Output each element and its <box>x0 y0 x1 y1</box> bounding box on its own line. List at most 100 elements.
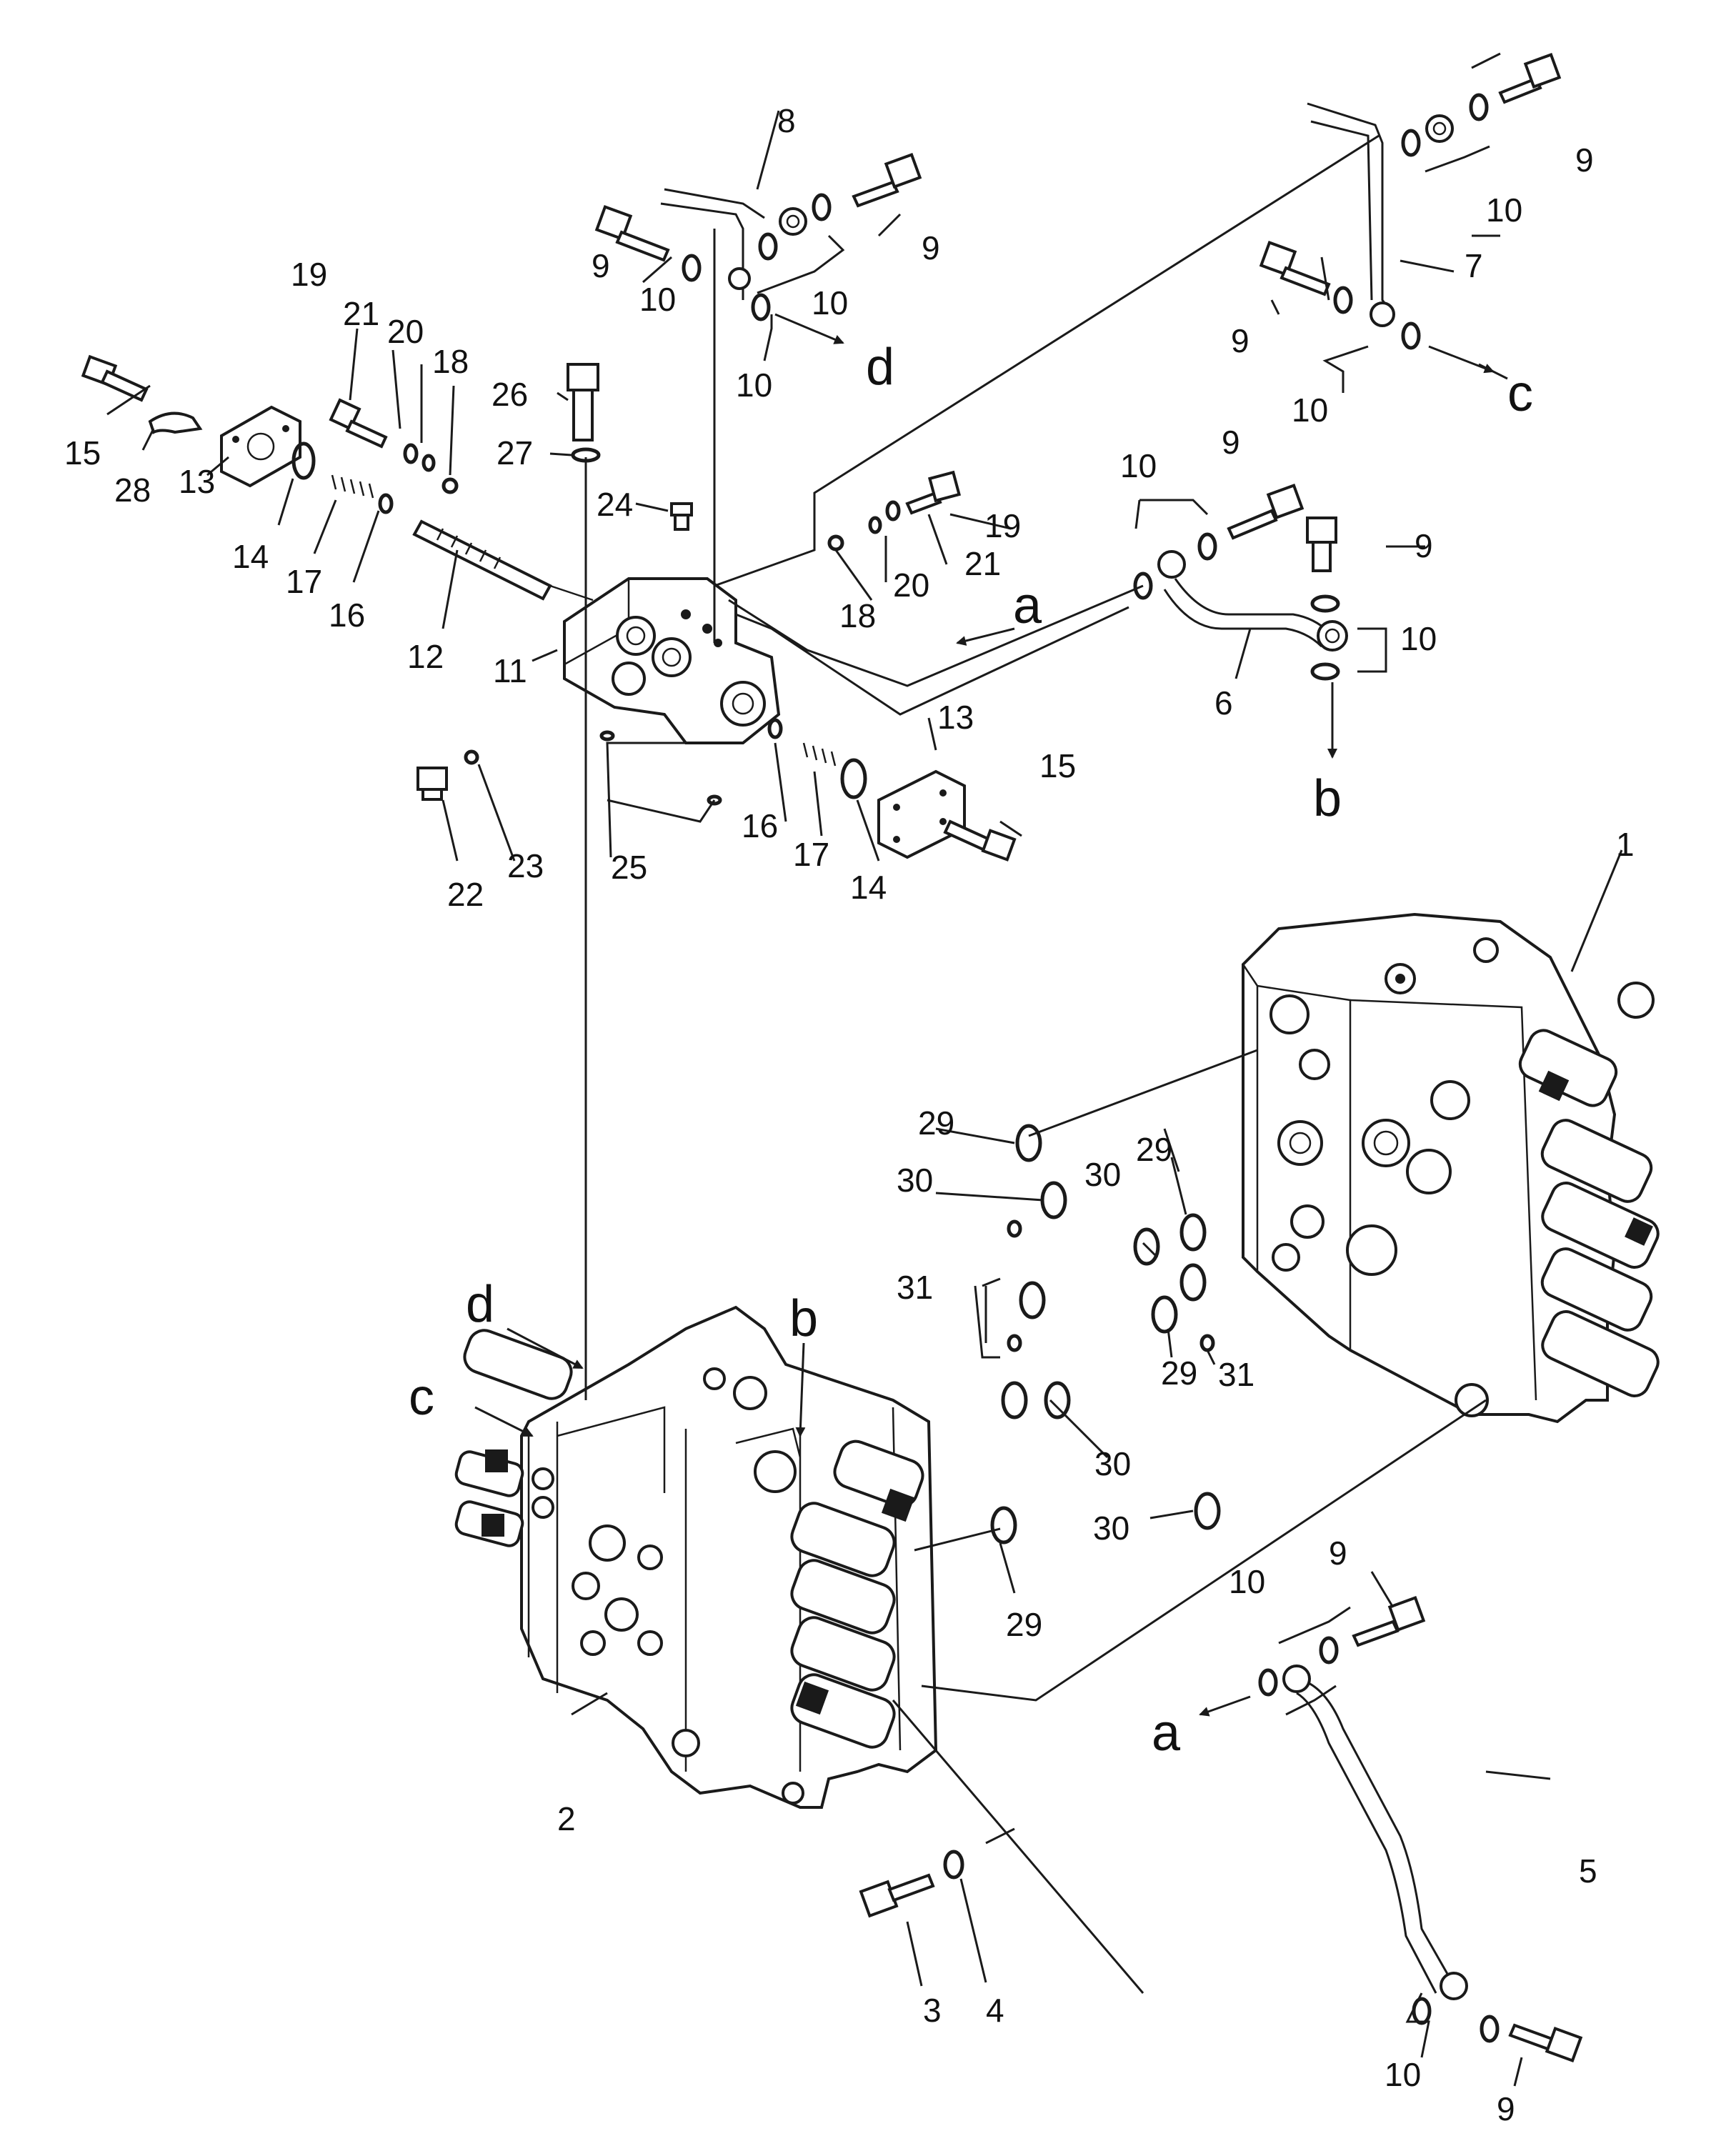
letter-c-top: c <box>1507 365 1533 422</box>
spring-left <box>331 474 374 499</box>
label-29c: 29 <box>1161 1354 1197 1392</box>
label-10h: 10 <box>1229 1563 1265 1600</box>
label-31b: 31 <box>1218 1356 1254 1393</box>
o-ring-set <box>990 1124 1221 1544</box>
clamp <box>148 411 203 434</box>
label-22: 22 <box>447 876 484 913</box>
label-7: 7 <box>1465 247 1483 284</box>
label-10e: 10 <box>1292 391 1328 429</box>
label-24: 24 <box>597 486 633 523</box>
label-17: 17 <box>286 563 322 600</box>
label-19b: 19 <box>984 507 1021 544</box>
tube-8 <box>660 188 807 643</box>
label-9b: 9 <box>592 247 610 284</box>
label-11: 11 <box>493 652 527 689</box>
letter-c-bottom: c <box>409 1369 434 1426</box>
label-14: 14 <box>232 538 269 575</box>
label-20b: 20 <box>893 567 929 604</box>
label-9g: 9 <box>1329 1534 1347 1572</box>
bolt-left <box>81 354 149 402</box>
label-5: 5 <box>1579 1852 1597 1890</box>
label-9h: 9 <box>1497 2090 1515 2127</box>
label-14b: 14 <box>850 869 887 906</box>
label-21b: 21 <box>964 545 1001 582</box>
label-9: 9 <box>922 229 940 266</box>
plug-right <box>905 470 962 515</box>
label-3: 3 <box>923 1992 942 2029</box>
label-31: 31 <box>897 1269 933 1306</box>
label-30d: 30 <box>1093 1509 1129 1547</box>
label-16b: 16 <box>742 807 778 844</box>
label-10c: 10 <box>736 366 772 404</box>
connection-letters: a b c d d c b a <box>409 339 1533 1762</box>
label-29: 29 <box>918 1104 954 1142</box>
label-20: 20 <box>387 313 424 350</box>
label-28: 28 <box>114 471 151 509</box>
label-9f: 9 <box>1415 527 1433 564</box>
label-13: 13 <box>179 463 215 500</box>
banjo-bolts <box>594 52 1583 2063</box>
label-17b: 17 <box>793 836 829 873</box>
spring-right <box>802 742 837 767</box>
label-15: 15 <box>64 434 101 471</box>
letter-d-bottom: d <box>466 1276 494 1333</box>
flow-arrows <box>474 313 1495 1717</box>
label-9d: 9 <box>1231 322 1249 359</box>
label-10g: 10 <box>1400 620 1437 657</box>
label-8: 8 <box>777 102 796 139</box>
label-4: 4 <box>986 1992 1004 2029</box>
label-10i: 10 <box>1385 2056 1421 2093</box>
label-16: 16 <box>329 597 365 634</box>
label-6: 6 <box>1214 684 1233 722</box>
flange-cover-right <box>877 769 966 859</box>
label-27: 27 <box>497 434 533 471</box>
label-18: 18 <box>432 343 469 380</box>
pilot-valve-block <box>563 577 781 744</box>
flange-cover-left <box>220 405 301 488</box>
letter-a-top: a <box>1013 577 1042 634</box>
label-29d: 29 <box>1006 1606 1042 1643</box>
letter-b-bottom: b <box>789 1290 818 1347</box>
label-29b: 29 <box>1136 1131 1172 1168</box>
main-valve-1 <box>1242 912 1660 1424</box>
label-30c: 30 <box>1094 1445 1131 1482</box>
label-10: 10 <box>812 284 848 321</box>
mounting-bolt <box>859 1873 935 1918</box>
label-23: 23 <box>507 847 544 884</box>
label-19: 19 <box>291 256 327 293</box>
washer-4 <box>943 1850 964 1880</box>
plug-24 <box>670 502 693 531</box>
o-rings-top <box>291 441 901 806</box>
label-9e: 9 <box>1222 424 1240 461</box>
label-30: 30 <box>897 1162 933 1199</box>
plug-22 <box>416 767 448 801</box>
letter-a-bottom: a <box>1152 1705 1181 1762</box>
letter-d-top: d <box>866 339 894 396</box>
solenoids-right <box>1518 982 1660 1397</box>
label-10d: 10 <box>1486 191 1522 229</box>
label-12: 12 <box>407 638 444 675</box>
label-1: 1 <box>1616 826 1635 863</box>
label-13b: 13 <box>937 699 974 736</box>
label-9c: 9 <box>1575 141 1594 179</box>
tube-5 <box>1282 1665 1468 2000</box>
label-30b: 30 <box>1084 1156 1121 1193</box>
main-valve-2 <box>454 1305 938 1809</box>
bolt-26 <box>567 363 599 441</box>
callout-labels: 1 2 3 4 5 6 7 8 9 9 9 9 9 9 9 9 10 10 10… <box>64 102 1635 2127</box>
label-26: 26 <box>492 376 528 413</box>
leader-lines <box>106 52 1623 2087</box>
label-10b: 10 <box>639 281 676 318</box>
spool <box>412 519 594 602</box>
solenoids-left <box>454 1329 924 1749</box>
label-10f: 10 <box>1120 447 1157 484</box>
bolt-right <box>943 819 1017 862</box>
label-21: 21 <box>343 295 379 332</box>
plug-left <box>329 398 388 449</box>
label-25: 25 <box>611 849 647 886</box>
label-18b: 18 <box>839 597 876 634</box>
label-15b: 15 <box>1039 747 1076 784</box>
letter-b-top: b <box>1313 770 1342 827</box>
tube-6 <box>1157 550 1348 652</box>
